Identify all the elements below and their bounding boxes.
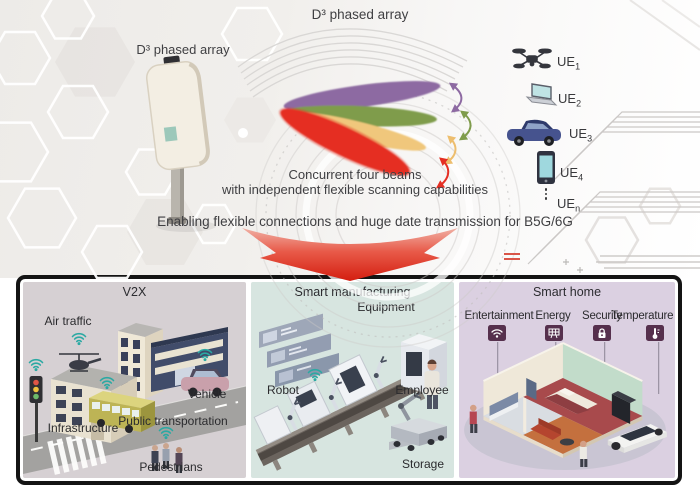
manufacturing-title: Smart manufacturing: [294, 285, 411, 299]
equipment-label: Equipment: [357, 300, 415, 314]
applications-box: V2X Air traffic Infrastructure Public tr…: [16, 275, 682, 485]
manufacturing-scene: [253, 313, 447, 471]
pedestrians-group: [151, 443, 183, 473]
air-traffic-label: Air traffic: [44, 314, 92, 328]
agv-robot-icon: [389, 392, 447, 451]
v2x-scene: [23, 323, 246, 475]
temperature-label: Temperature: [611, 310, 674, 322]
device-label: D³ phased array: [136, 42, 230, 57]
home-car-icon: [607, 424, 667, 453]
public-transportation-label: Public transportation: [118, 414, 228, 428]
panel-manufacturing: Smart manufacturing Equipment Robot Empl…: [251, 282, 454, 478]
home-people: [469, 404, 588, 467]
storage-label: Storage: [401, 457, 445, 471]
v2x-title: V2X: [122, 285, 147, 299]
uen-label: UEn: [557, 196, 581, 214]
more-devices-icon: [544, 186, 548, 202]
padlock-icon: [593, 325, 611, 341]
thermometer-icon: [646, 325, 664, 341]
wifi-icon: [71, 332, 87, 346]
wifi-icon: [488, 325, 506, 341]
ue2-label: UE2: [558, 91, 582, 109]
solar-panel-icon: [545, 325, 563, 341]
traffic-light-icon: [29, 376, 43, 442]
beam-caption: Concurrent four beams with independent f…: [170, 167, 540, 197]
helicopter-icon: [59, 353, 102, 372]
home-title: Smart home: [532, 285, 602, 299]
drone-icon: [512, 46, 552, 77]
laptop-icon: [523, 82, 559, 114]
security-label: Security: [582, 310, 622, 322]
bus-icon: [89, 391, 155, 433]
ue1-label: UE1: [557, 54, 581, 72]
ue3-label: UE3: [569, 126, 593, 144]
panel-v2x: V2X Air traffic Infrastructure Public tr…: [23, 282, 246, 478]
entertainment-label: Entertainment: [464, 310, 534, 322]
employee-label: Employee: [395, 383, 449, 397]
conveyor-line: [253, 354, 444, 471]
pedestrians-label: Pedestrians: [139, 460, 203, 474]
smartphone-icon: [533, 150, 559, 191]
panel-home: Smart home Entertainment Energy Security…: [459, 282, 675, 478]
house-cutaway: [483, 342, 643, 458]
home-scene: [464, 342, 667, 470]
infrastructure-label: Infrastructure: [47, 421, 119, 435]
employee-figure: [424, 359, 440, 409]
robot-label: Robot: [266, 383, 300, 397]
vehicle-label: Vehicle: [187, 387, 227, 401]
beam-caption-line1: Concurrent four beams: [288, 167, 422, 182]
car-icon: [501, 114, 567, 155]
monitor-screens: [259, 313, 339, 388]
wifi-icon: [28, 358, 44, 372]
main-title: D³ phased array: [311, 7, 409, 22]
ue4-label: UE4: [560, 165, 584, 183]
vehicle-car-icon: [181, 369, 229, 397]
banner-text: Enabling flexible connections and huge d…: [157, 214, 573, 229]
energy-label: Energy: [535, 310, 571, 322]
beam-caption-line2: with independent flexible scanning capab…: [222, 182, 488, 197]
